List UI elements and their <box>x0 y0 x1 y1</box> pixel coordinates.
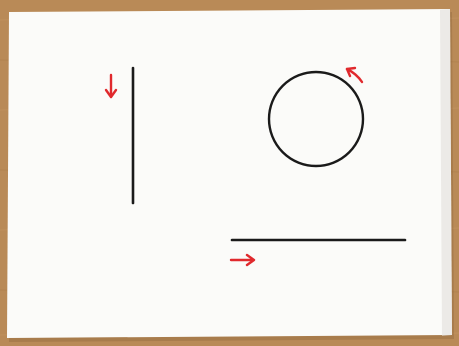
paper-edge-shade <box>440 9 452 336</box>
paper-sheet <box>7 9 452 338</box>
